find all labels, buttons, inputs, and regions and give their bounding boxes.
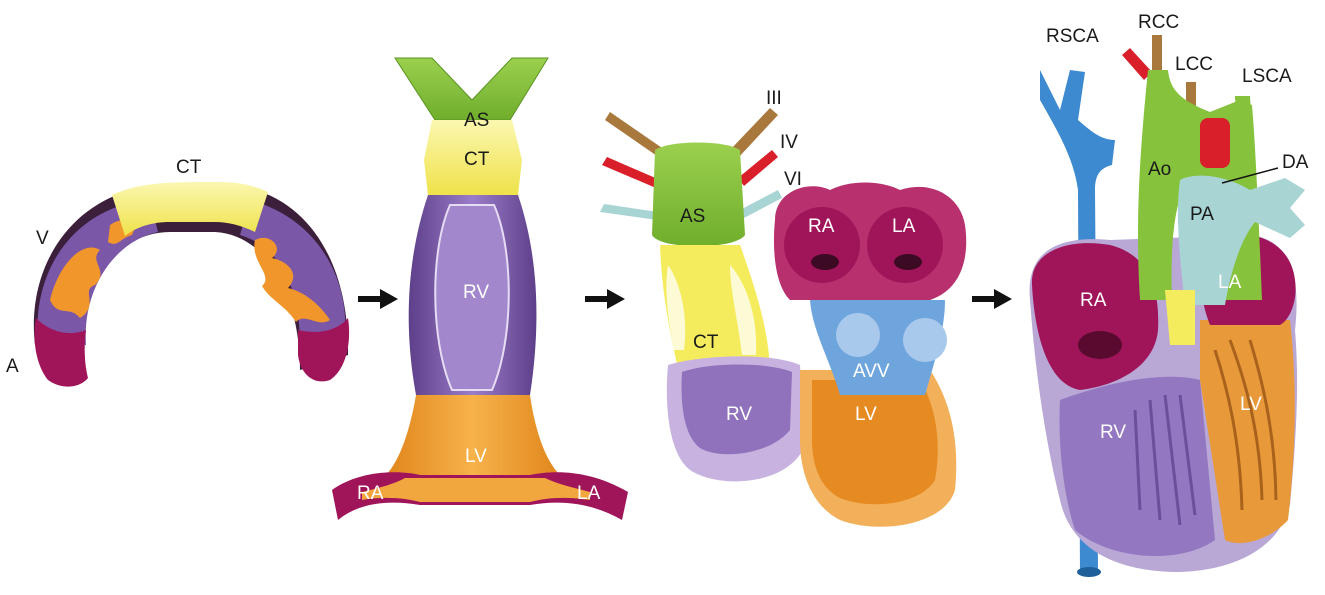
arch-iii-left xyxy=(605,112,665,158)
left-ventricle-core xyxy=(812,380,938,505)
label-iv: IV xyxy=(780,132,798,153)
label-rv: RV xyxy=(1100,422,1126,443)
label-rcc: RCC xyxy=(1138,12,1179,33)
label-lsca: LSCA xyxy=(1242,66,1292,87)
tube-atrium-right xyxy=(298,318,350,382)
label-pa: PA xyxy=(1190,204,1214,225)
left-ventricle-segment xyxy=(386,395,560,475)
rcc-vessel xyxy=(1152,35,1162,70)
rv-inner-lumen xyxy=(434,204,510,391)
tube-orange-mottle-right xyxy=(254,237,330,323)
label-as: AS xyxy=(464,110,489,131)
ra-orifice xyxy=(1078,331,1122,359)
rsca-vessel xyxy=(1122,48,1152,80)
lsca-ring xyxy=(1200,118,1230,168)
label-ra: RA xyxy=(808,216,835,237)
label-lv: LV xyxy=(1240,394,1262,415)
vena-cava-end xyxy=(1077,567,1101,577)
stage-4-mature-heart: RSCA RCC LCC LSCA Ao DA PA RA LA RV LV xyxy=(1029,12,1309,577)
label-as: AS xyxy=(680,206,705,227)
label-la: LA xyxy=(577,483,601,504)
label-rsca: RSCA xyxy=(1046,26,1099,47)
conotruncus-segment xyxy=(424,120,522,195)
ao-root xyxy=(1165,290,1195,345)
label-la: LA xyxy=(892,216,916,237)
label-lv: LV xyxy=(855,404,877,425)
right-arrow-icon xyxy=(358,289,398,309)
label-ra: RA xyxy=(1080,290,1107,311)
avv-cushion-left xyxy=(836,313,880,357)
label-ao: Ao xyxy=(1148,159,1171,180)
arch-iii-right xyxy=(730,108,778,158)
label-a: A xyxy=(6,356,19,377)
aortic-sac xyxy=(652,142,745,247)
label-ct: CT xyxy=(693,332,719,353)
label-ct: CT xyxy=(464,149,490,170)
right-arrow-icon xyxy=(972,289,1012,309)
right-arrow-icon xyxy=(585,289,625,309)
la-chamber xyxy=(867,207,943,283)
ra-orifice xyxy=(811,254,839,270)
stage-2-straight-tube: AS CT RV LV RA LA xyxy=(332,57,628,520)
label-vi: VI xyxy=(784,169,802,190)
label-lcc: LCC xyxy=(1175,54,1213,75)
avv-cushion-right xyxy=(903,318,947,362)
pulmonary-artery xyxy=(1177,175,1305,305)
tube-conotruncus xyxy=(112,182,268,236)
right-atrium xyxy=(1031,243,1159,390)
label-da: DA xyxy=(1282,152,1309,173)
lsca-vessel xyxy=(1235,96,1254,165)
stage-1-heart-tube: CT V A xyxy=(6,157,350,387)
label-ra: RA xyxy=(357,483,384,504)
label-rv: RV xyxy=(463,282,489,303)
lv-trabeculae xyxy=(1213,339,1278,511)
tube-orange-mottle-left xyxy=(50,219,135,318)
arch-vi-left xyxy=(600,204,658,220)
ra-chamber xyxy=(784,207,860,283)
stage-3-looped-heart: III IV VI AS CT RA LA AVV RV LV xyxy=(600,88,967,527)
right-ventricle-core xyxy=(681,364,792,455)
label-v: V xyxy=(36,228,49,249)
tube-atrium-left xyxy=(34,318,88,387)
conotruncus-cushion-r xyxy=(730,265,757,355)
label-avv: AVV xyxy=(853,361,890,382)
arch-vi-right xyxy=(740,190,782,218)
arch-iv-left xyxy=(602,157,660,188)
arch-iv-right xyxy=(738,150,778,186)
atria-arch-center xyxy=(362,478,590,502)
label-la: LA xyxy=(1218,272,1242,293)
label-iii: III xyxy=(766,88,782,109)
label-ct: CT xyxy=(176,157,202,178)
label-lv: LV xyxy=(465,446,487,467)
label-rv: RV xyxy=(726,404,752,425)
la-orifice xyxy=(894,254,922,270)
conotruncus-cushion-l xyxy=(666,265,686,350)
rv-trabeculae xyxy=(1133,394,1197,526)
da-leader-line xyxy=(1221,167,1279,184)
